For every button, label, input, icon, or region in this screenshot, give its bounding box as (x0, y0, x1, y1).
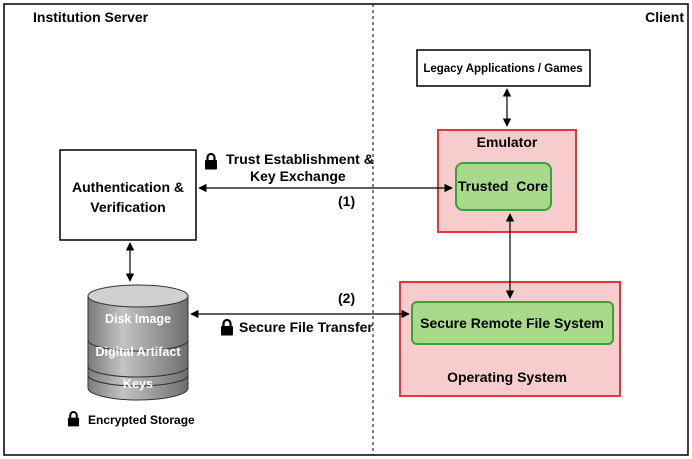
operating-system-label: Operating System (447, 369, 567, 385)
storage-layer-keys: Keys (123, 377, 153, 391)
authentication-label-line2: Verification (90, 199, 165, 215)
lock-icon (67, 410, 80, 427)
server-section-title: Institution Server (33, 9, 149, 25)
trust-step-number: (1) (338, 193, 355, 209)
encrypted-storage-stack (87, 284, 189, 401)
secure-file-system-label: Secure Remote File System (420, 315, 604, 331)
legacy-apps-box (416, 49, 591, 87)
trusted-core-box (455, 162, 552, 211)
authentication-box (59, 149, 197, 241)
transfer-step-number: (2) (338, 290, 355, 306)
outer-frame (3, 3, 689, 456)
emulator-label: Emulator (477, 134, 538, 150)
secure-file-system-box (411, 301, 614, 345)
client-section-title: Client (645, 9, 684, 25)
lock-icon (204, 152, 218, 170)
trust-establishment-label-line1: Trust Establishment & (226, 151, 374, 167)
legacy-apps-label: Legacy Applications / Games (423, 63, 582, 75)
trust-establishment-label-line2: Key Exchange (250, 168, 346, 184)
trusted-core-label: Trusted Core (458, 178, 548, 194)
storage-caption: Encrypted Storage (88, 413, 195, 427)
storage-layer-disk-image: Disk Image (105, 312, 171, 326)
authentication-label-line1: Authentication & (72, 179, 184, 195)
secure-file-transfer-label: Secure File Transfer (239, 319, 373, 335)
storage-layer-digital-artifact: Digital Artifact (96, 345, 182, 359)
lock-icon (220, 318, 234, 336)
